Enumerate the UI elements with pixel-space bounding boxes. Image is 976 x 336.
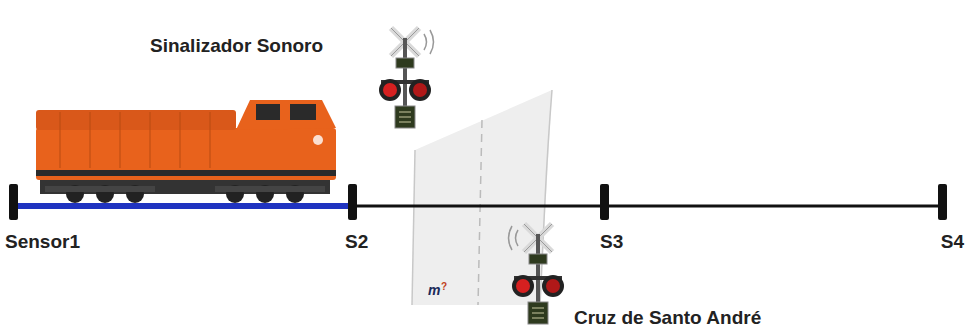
sensor-label: S4 — [941, 232, 964, 253]
svg-text:?: ? — [441, 281, 447, 292]
signal-label: Sinalizador Sonoro — [150, 36, 323, 57]
sensor-label: S2 — [345, 232, 368, 253]
svg-text:m: m — [428, 282, 440, 298]
sensor-label: S3 — [600, 232, 623, 253]
signal-label: Cruz de Santo André — [574, 308, 761, 329]
locomotive — [36, 100, 336, 203]
sensor-label: Sensor1 — [5, 232, 80, 253]
